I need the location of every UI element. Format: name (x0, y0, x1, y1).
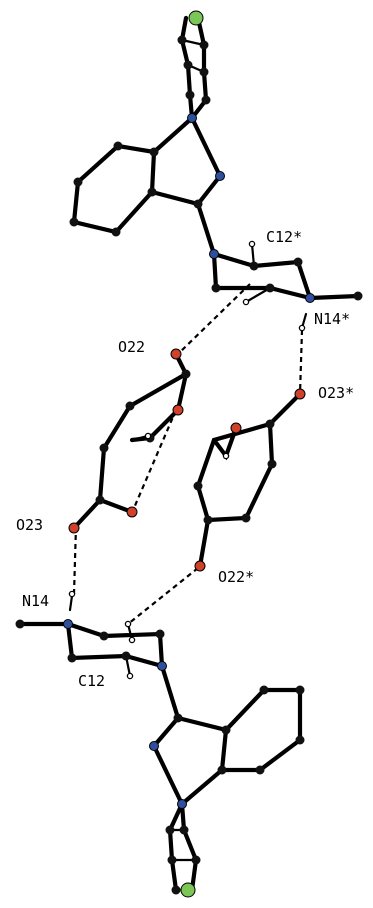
lower-benzoate-ring (195, 391, 303, 569)
label-n14: N14 (22, 592, 49, 610)
label-o22: O22 (118, 338, 145, 356)
label-c12-star: C12* (266, 228, 302, 246)
label-o22-star: O22* (218, 568, 254, 586)
atoms (15, 10, 363, 898)
label-c12: C12 (78, 672, 105, 690)
label-o23-star: O23* (318, 384, 354, 402)
hydrogen-bonds (72, 283, 304, 625)
label-n14-star: N14* (314, 310, 350, 328)
lower-molecule (17, 594, 303, 893)
label-o23: O23 (16, 516, 43, 534)
upper-benzoate-ring (71, 351, 189, 531)
